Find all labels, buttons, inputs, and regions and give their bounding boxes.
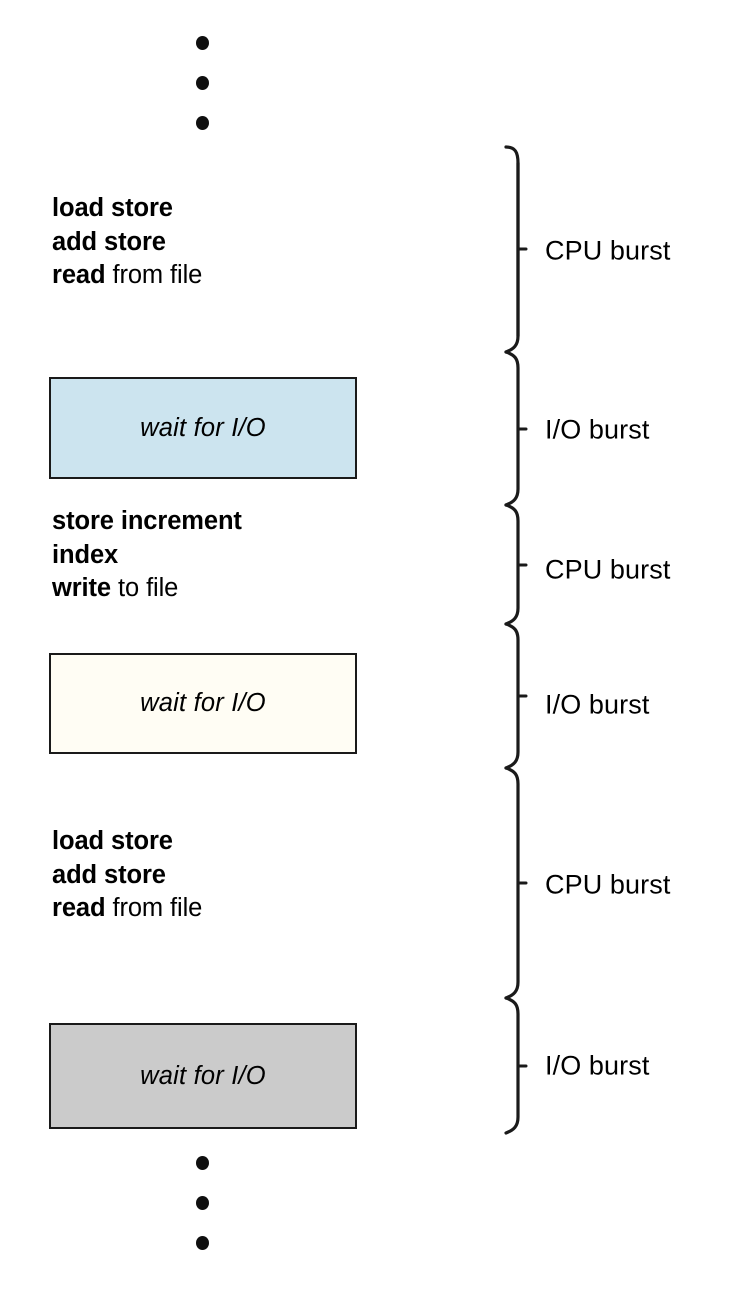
- burst-label-cpu-3: CPU burst: [545, 869, 671, 900]
- instruction-keyword: read: [52, 261, 106, 289]
- burst-label-io-2: I/O burst: [545, 689, 650, 720]
- instruction-line: load store: [52, 825, 202, 859]
- brace-cpu-3: [504, 766, 520, 1000]
- ellipsis-dot: [195, 1236, 209, 1250]
- burst-label-io-3: I/O burst: [545, 1050, 650, 1081]
- instruction-keyword: load store: [52, 194, 173, 222]
- instruction-line: load store: [52, 192, 202, 226]
- instruction-line: read from file: [52, 259, 202, 293]
- brace-cpu-1: [504, 145, 520, 354]
- wait-for-io-label: wait for I/O: [140, 1061, 266, 1090]
- wait-for-io-box-1: wait for I/O: [49, 377, 357, 479]
- brace-io-1: [504, 350, 520, 507]
- instruction-line: add store: [52, 859, 202, 893]
- instruction-keyword: load store: [52, 827, 173, 855]
- ellipsis-dot: [195, 1196, 209, 1210]
- ellipsis-top: [190, 36, 214, 130]
- ellipsis-bottom: [190, 1156, 214, 1250]
- instruction-line: store increment: [52, 505, 242, 539]
- instruction-line: read from file: [52, 892, 202, 926]
- wait-for-io-label: wait for I/O: [140, 413, 266, 442]
- burst-label-cpu-1: CPU burst: [545, 235, 671, 266]
- instruction-operand: from file: [105, 261, 203, 289]
- instruction-line: index: [52, 539, 242, 573]
- curly-braces-group: [504, 145, 528, 1135]
- brace-cpu-2: [504, 503, 520, 626]
- ellipsis-dot: [195, 76, 209, 90]
- ellipsis-dot: [195, 116, 209, 130]
- wait-for-io-box-3: wait for I/O: [49, 1023, 357, 1129]
- instruction-keyword: index: [52, 540, 119, 569]
- instruction-block-1: load store add store read from file: [52, 192, 202, 293]
- wait-for-io-box-2: wait for I/O: [49, 653, 357, 754]
- instruction-line: write to file: [52, 572, 242, 606]
- instruction-operand: to file: [111, 574, 179, 602]
- instruction-keyword: store increment: [52, 507, 242, 535]
- instruction-line: add store: [52, 226, 202, 260]
- instruction-keyword: read: [52, 894, 106, 922]
- brace-io-3: [504, 996, 520, 1135]
- instruction-keyword: add store: [52, 227, 166, 256]
- instruction-block-3: load store add store read from file: [52, 825, 202, 926]
- burst-label-cpu-2: CPU burst: [545, 554, 671, 585]
- wait-for-io-label: wait for I/O: [140, 689, 266, 717]
- instruction-block-2: store increment index write to file: [52, 505, 242, 606]
- brace-column: [488, 140, 536, 1145]
- instruction-operand: from file: [105, 894, 203, 922]
- instruction-keyword: add store: [52, 860, 166, 889]
- brace-io-2: [504, 622, 520, 770]
- ellipsis-dot: [195, 1156, 209, 1170]
- ellipsis-dot: [195, 36, 209, 50]
- burst-label-io-1: I/O burst: [545, 414, 650, 445]
- instruction-keyword: write: [52, 574, 112, 602]
